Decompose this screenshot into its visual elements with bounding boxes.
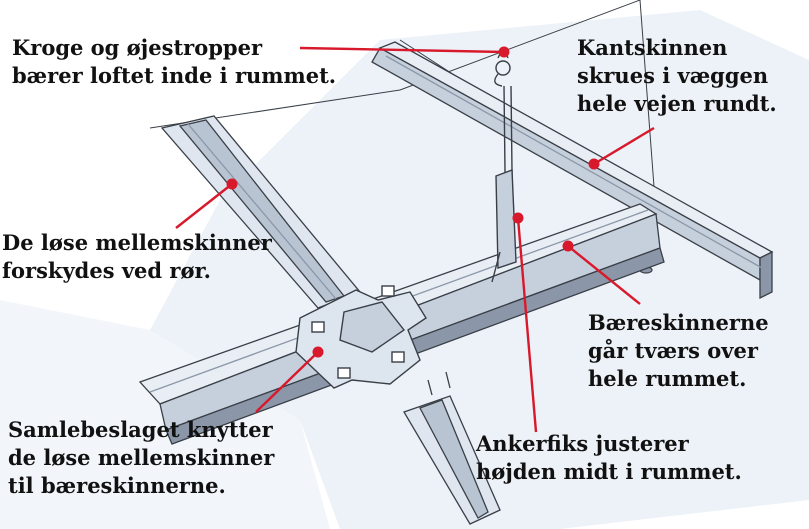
label-hooks: Kroge og øjestropper bærer loftet inde i…	[12, 34, 336, 90]
leader-connector	[255, 351, 319, 413]
connector-plate	[295, 285, 427, 389]
leader-lines	[175, 46, 655, 433]
leader-edge-rail	[593, 126, 655, 166]
label-edge-rail-line-1: Kantskinnen	[577, 35, 728, 60]
leader-anchor	[516, 217, 538, 433]
label-connector: Samlebeslaget knytter de løse mellemskin…	[8, 416, 274, 500]
label-hooks-line-1: Kroge og øjestropper	[12, 35, 263, 60]
label-edge-rail-line-3: hele vejen rundt.	[577, 91, 777, 116]
dot-hooks	[498, 46, 510, 58]
label-anchor-line-1: Ankerfiks justerer	[476, 431, 689, 456]
label-anchor-line-2: højden midt i rummet.	[476, 459, 742, 484]
dot-edge-rail	[588, 158, 600, 170]
label-main-rails-line-1: Bæreskinnerne	[588, 310, 769, 335]
loose-rail-lower	[403, 371, 501, 525]
dot-anchor	[512, 212, 524, 224]
label-connector-line-3: til bæreskinnerne.	[8, 473, 226, 498]
leader-dots	[226, 46, 600, 358]
label-anchor: Ankerfiks justerer højden midt i rummet.	[476, 430, 742, 486]
label-hooks-line-2: bærer loftet inde i rummet.	[12, 63, 337, 88]
label-edge-rail-line-2: skrues i væggen	[577, 63, 769, 88]
label-loose-rails-line-1: De løse mellemskinner	[2, 230, 272, 255]
label-loose-rails-line-2: forskydes ved rør.	[2, 258, 211, 283]
label-connector-line-1: Samlebeslaget knytter	[8, 417, 273, 442]
label-main-rails-line-2: går tværs over	[588, 338, 758, 363]
label-main-rails-line-3: hele rummet.	[588, 366, 747, 391]
dot-connector	[312, 346, 324, 358]
leader-loose-rails	[175, 183, 233, 229]
leader-hooks	[299, 46, 505, 54]
dot-main-rails	[562, 240, 574, 252]
dot-loose-rails	[226, 178, 238, 190]
leader-main-rails	[567, 245, 641, 305]
label-loose-rails: De løse mellemskinner forskydes ved rør.	[2, 229, 272, 285]
label-edge-rail: Kantskinnen skrues i væggen hele vejen r…	[577, 34, 777, 118]
edge-rail	[371, 41, 774, 300]
label-connector-line-2: de løse mellemskinner	[8, 445, 275, 470]
label-main-rails: Bæreskinnerne går tværs over hele rummet…	[588, 309, 769, 393]
